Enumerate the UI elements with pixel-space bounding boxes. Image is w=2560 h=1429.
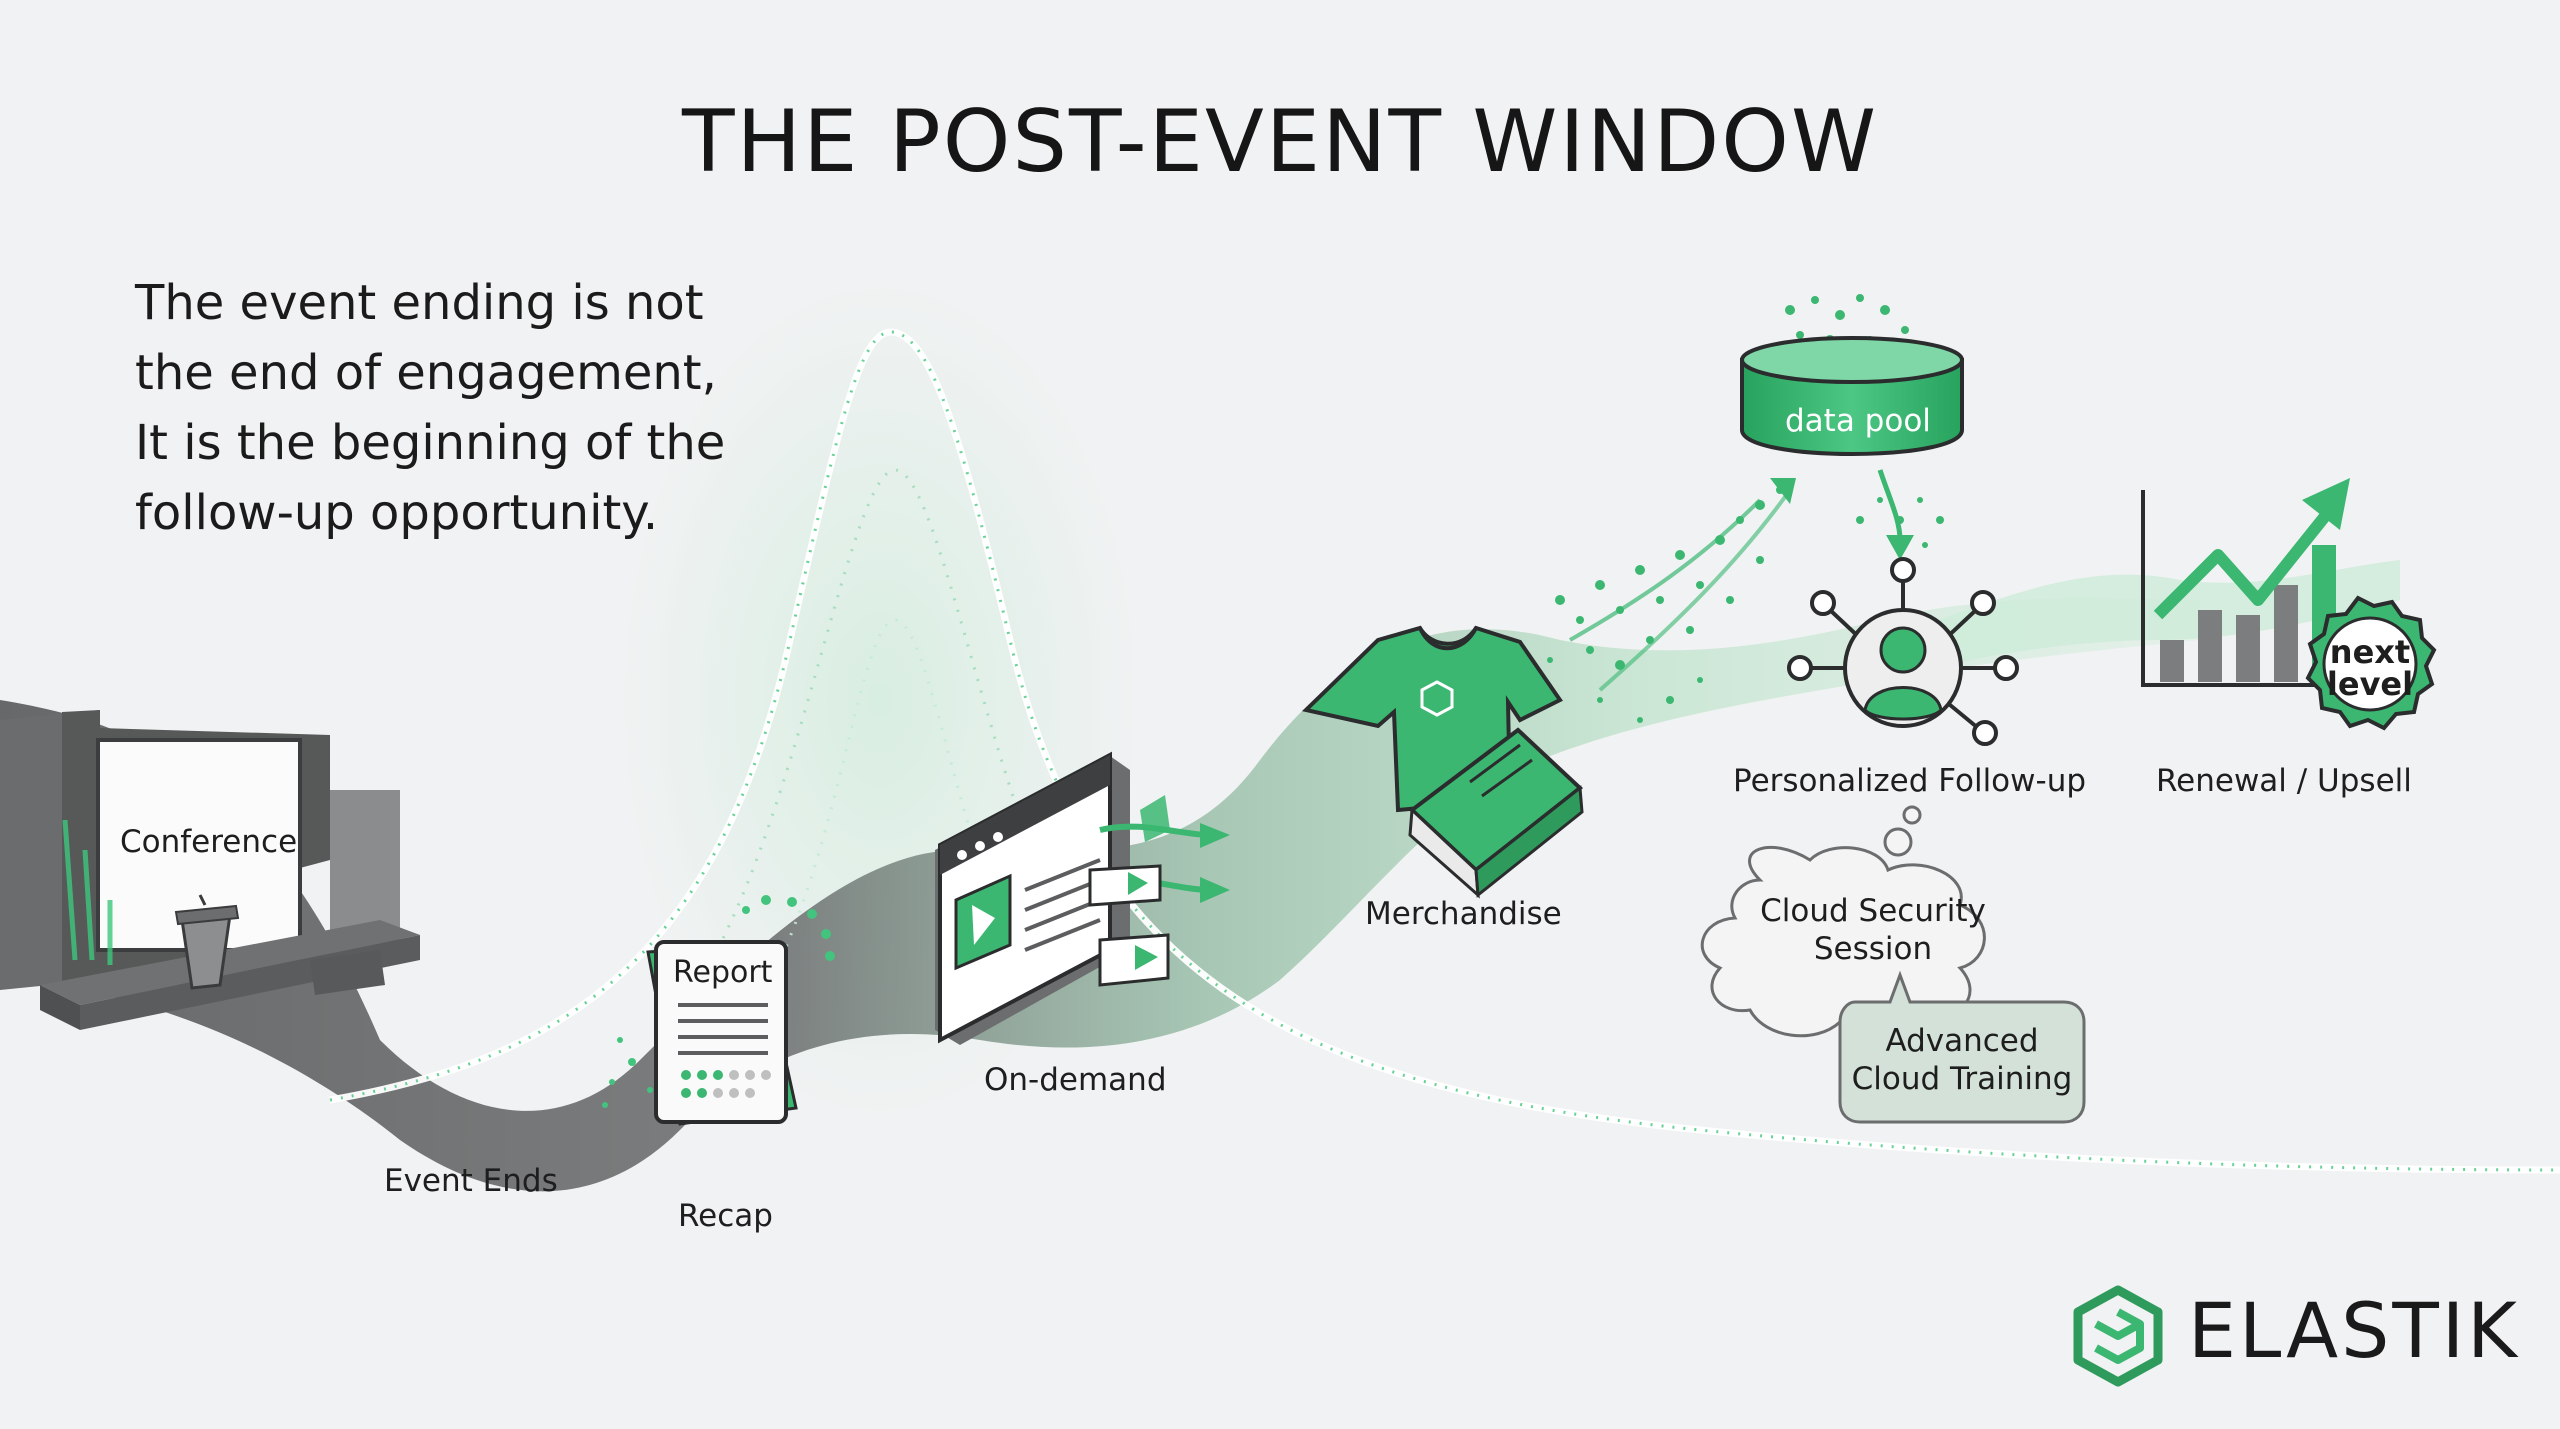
sparkle-dots — [602, 895, 835, 1108]
personalized-label: Personalized Follow-up — [1733, 763, 2087, 799]
database-icon — [1740, 336, 1964, 456]
trend-arrow-icon — [2153, 478, 2350, 620]
brand-name: ELASTIK — [2188, 1285, 2521, 1375]
flow-line — [1569, 498, 1762, 642]
thought-bubble — [1700, 805, 1986, 1038]
speech-line: Advanced — [1885, 1023, 2039, 1059]
brand-logo: ELASTIK — [2074, 1282, 2520, 1378]
thought-line: Cloud Security — [1760, 893, 1986, 929]
flow-arrow — [1770, 478, 1796, 504]
intro-line: follow-up opportunity. — [135, 485, 659, 541]
renewal-label: Renewal / Upsell — [2156, 763, 2412, 799]
report-label: Report — [673, 955, 773, 990]
person-network-icon — [1787, 557, 2019, 746]
thought-bubble-text: Cloud Security Session — [1738, 892, 2008, 968]
speech-line: Cloud Training — [1851, 1061, 2073, 1097]
intro-line: The event ending is not — [135, 275, 704, 331]
conference-label: Conference — [120, 824, 298, 860]
merchandise-label: Merchandise — [1365, 896, 1562, 932]
report-icon — [646, 940, 798, 1126]
engagement-curve — [329, 328, 2560, 1174]
next-level-label: next level — [2322, 636, 2418, 700]
event-ends-label: Event Ends — [384, 1163, 558, 1199]
elastik-logo-icon — [2073, 1285, 2163, 1387]
podium-icon — [174, 894, 240, 990]
badge-icon — [2305, 595, 2437, 731]
intro-text: The event ending is not the end of engag… — [135, 268, 775, 548]
recap-label: Recap — [678, 1198, 773, 1234]
speech-bubble — [1838, 970, 2086, 1124]
flow-line — [1598, 488, 1792, 692]
intro-line: It is the beginning of the — [135, 415, 726, 471]
on-demand-label: On-demand — [984, 1062, 1167, 1098]
book-icon — [1408, 727, 1584, 899]
pool-flow — [1877, 469, 1903, 541]
bar-chart-icon — [2141, 490, 2360, 687]
data-pool-label: data pool — [1785, 403, 1931, 439]
page-title: THE POST-EVENT WINDOW — [681, 92, 1879, 192]
pool-flow-arrow — [1886, 535, 1914, 560]
thought-line: Session — [1813, 931, 1933, 967]
intro-line: the end of engagement, — [135, 345, 717, 401]
next-level-line: next — [2329, 633, 2411, 671]
speech-bubble-text: Advanced Cloud Training — [1842, 1022, 2082, 1098]
next-level-line: level — [2326, 665, 2414, 703]
video-screen-icon — [935, 751, 1230, 1045]
